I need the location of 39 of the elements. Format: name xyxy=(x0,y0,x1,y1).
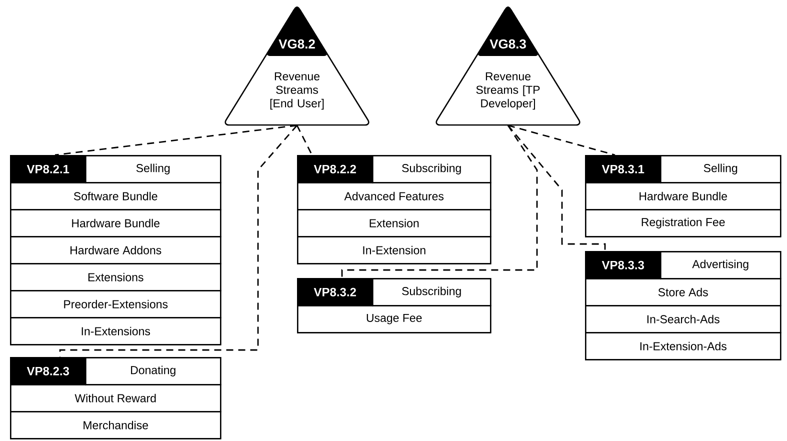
node-text: Revenue Streams [End User] xyxy=(270,72,324,110)
list-row: In-Search-Ads xyxy=(585,305,782,334)
type-label: Selling xyxy=(85,155,222,184)
id-label: VP8.3.2 xyxy=(297,278,374,306)
type-label: Subscribing xyxy=(372,278,492,306)
list-row: Extensions xyxy=(10,263,222,292)
list-row: Hardware Addons xyxy=(10,236,222,264)
type-label: Subscribing xyxy=(372,155,492,184)
list-row: Merchandise xyxy=(10,410,222,440)
id-label: VP8.2.1 xyxy=(10,155,86,184)
list-row: Usage Fee xyxy=(297,305,492,334)
list-row: In-Extensions xyxy=(10,316,222,346)
list-row: Advanced Features xyxy=(297,182,492,210)
list-row: Store Ads xyxy=(585,278,782,306)
type-label: Selling xyxy=(660,155,782,184)
type-label: Donating xyxy=(85,356,222,386)
id-label: VP8.3.1 xyxy=(585,155,662,184)
id-label: VP8.2.2 xyxy=(297,155,374,184)
list-row: Software Bundle xyxy=(10,182,222,210)
connector-line xyxy=(341,125,538,278)
list-row: Hardware Bundle xyxy=(10,209,222,238)
list-row: In-Extension-Ads xyxy=(585,332,782,360)
list-row: Without Reward xyxy=(10,384,222,412)
connector-line xyxy=(296,125,313,156)
node-text: Revenue Streams [TP Developer] xyxy=(476,72,540,110)
connector-line xyxy=(59,124,298,357)
list-row: Hardware Bundle xyxy=(585,182,782,210)
connector-line xyxy=(507,124,606,251)
list-row: Extension xyxy=(297,209,492,238)
id-banner: VG8.2 xyxy=(267,6,328,56)
id-banner: VG8.3 xyxy=(478,6,538,56)
connector-line xyxy=(508,124,616,156)
id-label: VP8.2.3 xyxy=(10,356,86,386)
list-row: Registration Fee xyxy=(585,209,782,238)
connector-line xyxy=(54,124,298,156)
id-label: VP8.3.3 xyxy=(585,251,662,280)
list-row: Preorder-Extensions xyxy=(10,290,222,318)
type-label: Advertising xyxy=(660,251,782,280)
list-row: In-Extension xyxy=(297,236,492,264)
